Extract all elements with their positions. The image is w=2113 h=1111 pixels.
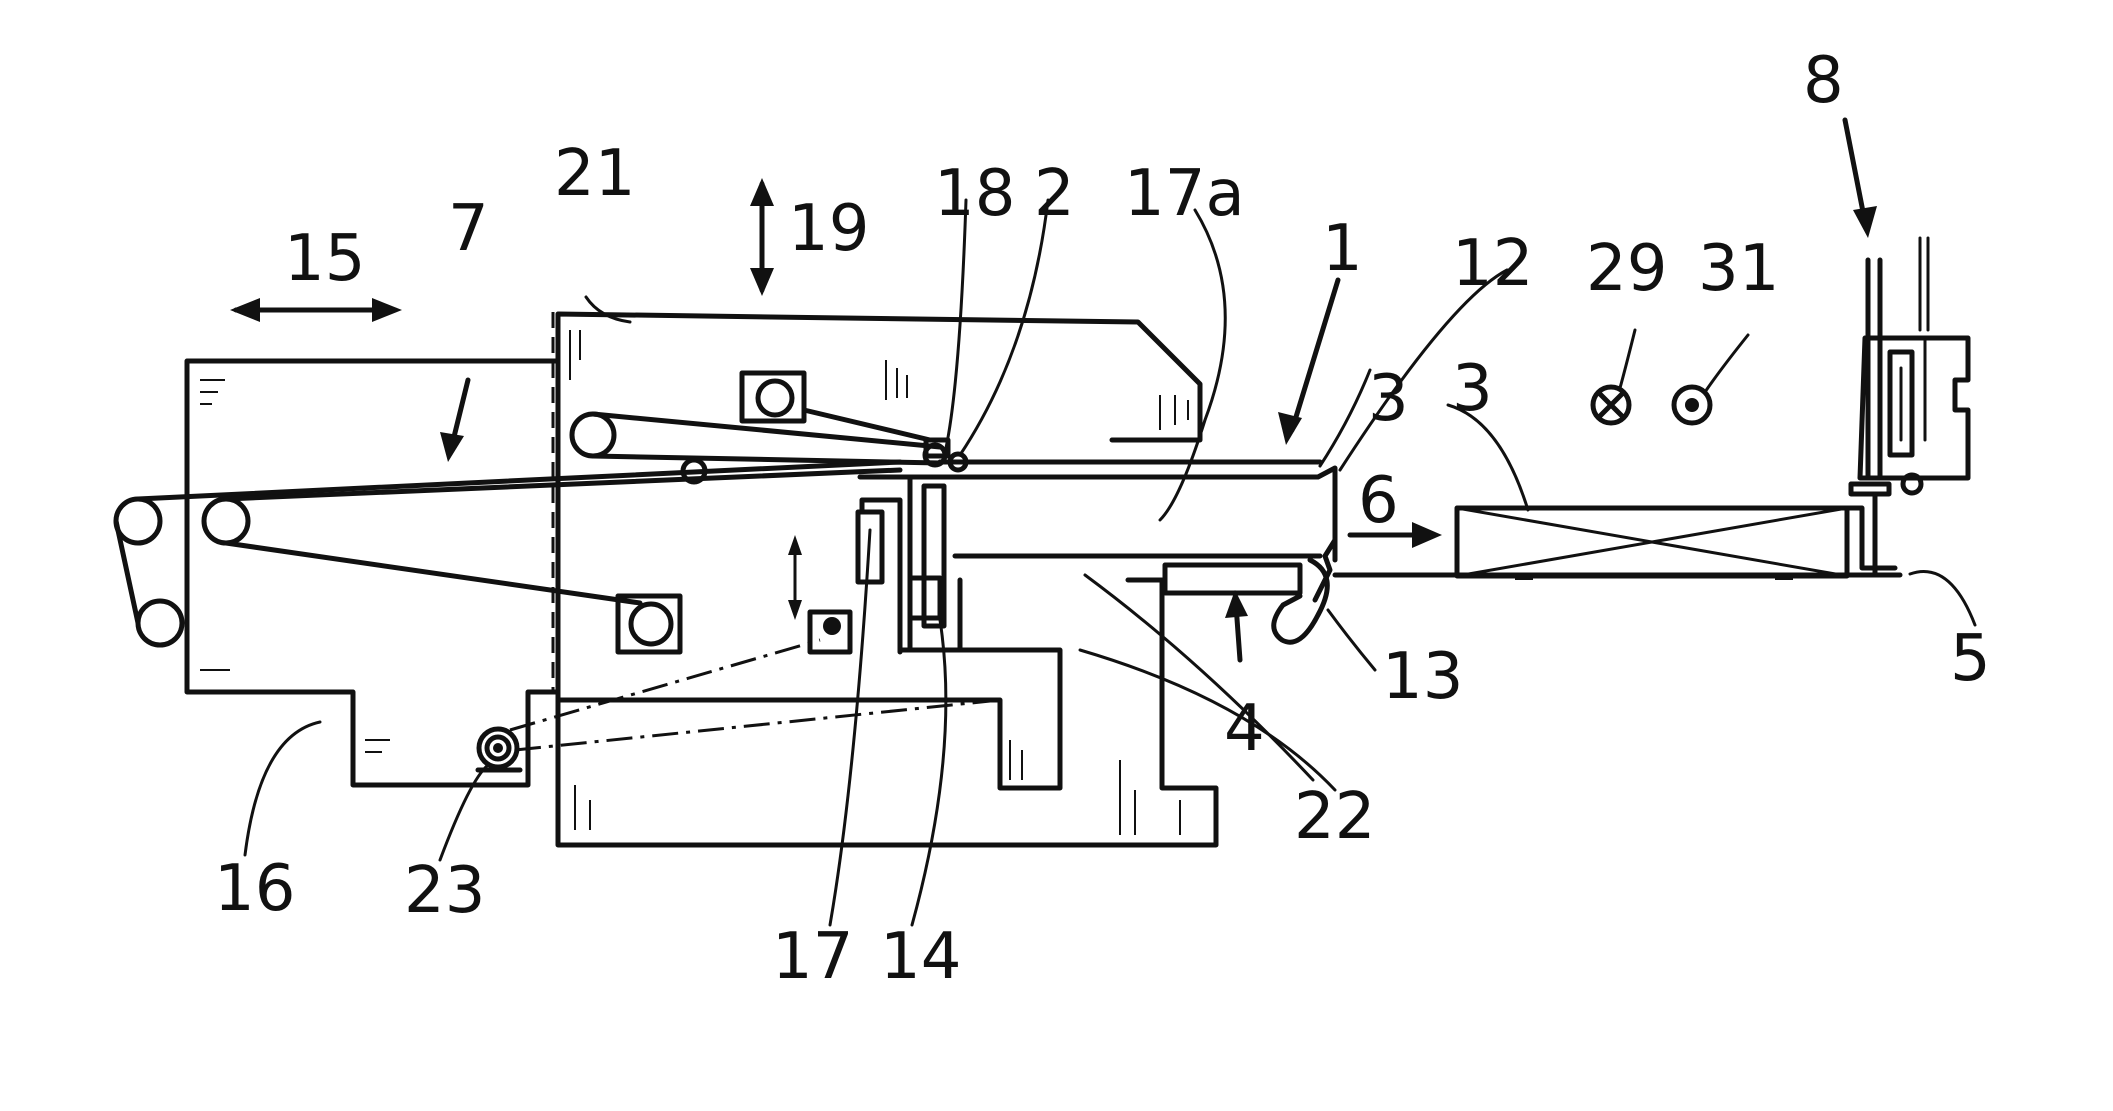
label-5: 5 [1950,622,1991,696]
arrow-19 [750,178,774,296]
pulley-1 [116,499,160,543]
label-15: 15 [284,222,365,296]
label-8: 8 [1803,44,1844,118]
label-3-a: 3 [1368,362,1409,436]
label-17a: 17a [1124,157,1245,231]
label-6: 6 [1358,464,1399,538]
label-29: 29 [1586,232,1667,306]
pulley-2 [204,499,248,543]
label-23: 23 [404,854,485,928]
label-7: 7 [448,192,489,266]
arrow-4 [1225,590,1248,660]
label-14: 14 [880,920,961,994]
label-4: 4 [1224,692,1265,766]
arrow-8 [1845,120,1877,238]
label-13: 13 [1382,640,1463,714]
label-12: 12 [1452,227,1533,301]
upper-housing [558,314,1200,692]
tension-roller-upper [758,381,792,415]
pulley-4 [572,414,614,456]
carriage-body [187,361,558,785]
unit-8 [1851,238,1968,575]
label-17: 17 [772,920,853,994]
arrow-15 [230,298,402,322]
label-31: 31 [1698,232,1779,306]
leader-lines [245,200,1975,925]
arrow-1 [1278,280,1338,445]
lower-support [1165,560,1327,642]
symbol-29 [1593,387,1629,423]
reference-numerals: 8 21 19 18 2 17a 1 12 29 31 15 7 3 3 6 5… [214,44,1991,994]
label-22: 22 [1294,780,1375,854]
label-21: 21 [554,137,635,211]
tension-roller-lower [631,604,671,644]
label-16: 16 [214,852,295,926]
label-19: 19 [788,192,869,266]
arrow-7 [440,380,468,462]
label-18: 18 [934,157,1015,231]
label-2: 2 [1034,157,1075,231]
label-1: 1 [1322,212,1363,286]
actuator [788,535,850,652]
pulley-3 [138,601,182,645]
label-3-b: 3 [1452,352,1493,426]
support-plate [1165,565,1300,593]
